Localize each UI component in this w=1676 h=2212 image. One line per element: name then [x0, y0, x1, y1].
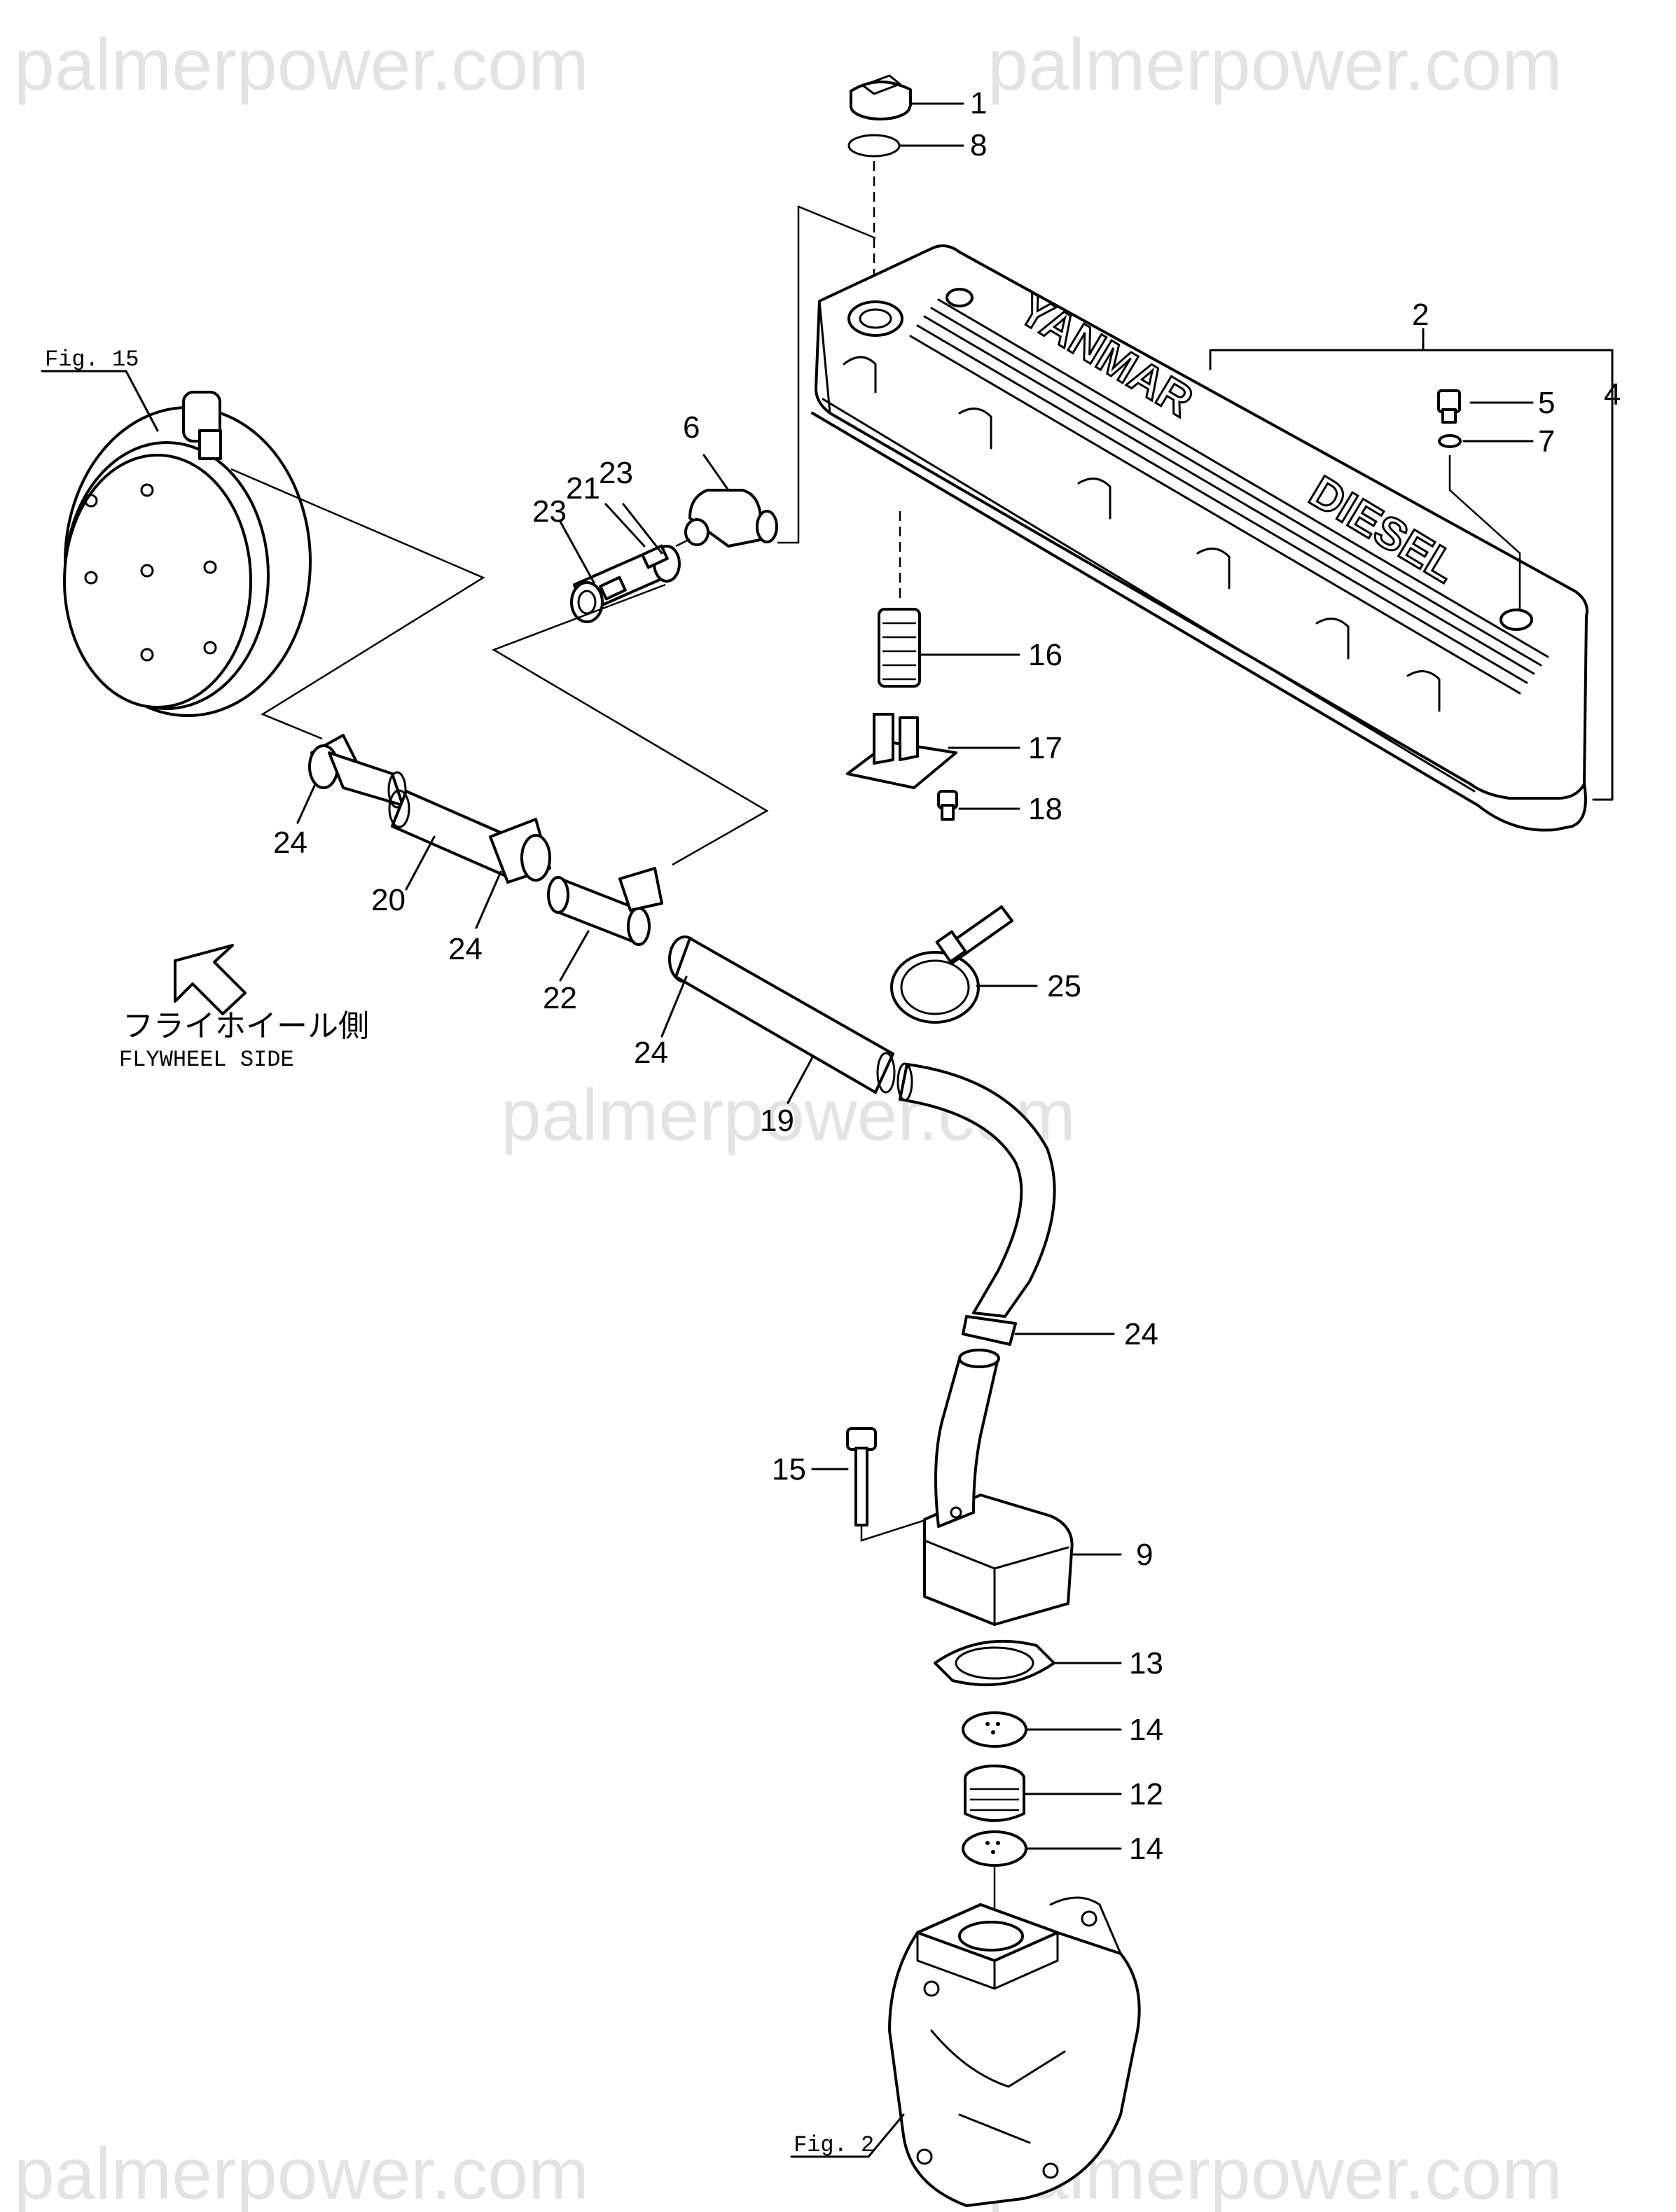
- leader-line: [787, 1056, 814, 1104]
- leader-line: [296, 783, 317, 824]
- oil-filler-cap: [850, 74, 912, 120]
- hollow-arrow-up-left-icon: [174, 944, 247, 1015]
- bolt: [846, 1427, 877, 1526]
- part-label: 16: [1028, 638, 1062, 672]
- part-label: 8: [970, 128, 987, 162]
- part-label: 24: [448, 932, 483, 966]
- part-label: 24: [273, 826, 307, 860]
- watermark: palmerpower.com: [14, 25, 589, 106]
- part-label: 23: [532, 494, 567, 529]
- part-label: 21: [566, 471, 600, 506]
- assembly-line: [860, 1511, 950, 1542]
- leader-line: [405, 835, 436, 891]
- perforated-plate: [962, 1830, 1027, 1867]
- part-label: 24: [1124, 1317, 1158, 1351]
- tee-joint: [547, 867, 663, 946]
- assembly-line: [1448, 455, 1521, 609]
- bracket-bolt: [937, 790, 958, 821]
- watermark: palmerpower.com: [14, 2134, 589, 2212]
- washer: [1438, 434, 1462, 448]
- part-label: 5: [1538, 386, 1555, 420]
- breather-case: [923, 1349, 1074, 1626]
- watermark: palmerpower.com: [988, 25, 1563, 106]
- breather-hose: [388, 789, 551, 884]
- leader-line: [559, 520, 595, 584]
- mesh-element: [964, 1765, 1025, 1822]
- part-label: 17: [1028, 731, 1062, 765]
- gear-case-housing: [888, 1896, 1141, 2207]
- long-breather-hose: [668, 935, 1056, 1346]
- part-label: 14: [1129, 1832, 1163, 1866]
- flywheel-side-jp: フライホイール側: [123, 1009, 369, 1043]
- leader-line: [622, 503, 663, 555]
- part-label: 18: [1028, 792, 1062, 826]
- part-label: 9: [1136, 1538, 1153, 1572]
- part-label: 22: [543, 981, 577, 1015]
- gasket: [934, 1639, 1055, 1687]
- part-label: 19: [760, 1104, 794, 1138]
- leader-line: [660, 975, 688, 1038]
- assembly-line: [777, 205, 876, 544]
- part-label: 1: [970, 86, 987, 120]
- part-label: 2: [1412, 298, 1429, 332]
- fig2-label: Fig. 2: [794, 2132, 874, 2158]
- part-label: 24: [634, 1036, 668, 1070]
- part-label: 6: [683, 410, 700, 445]
- o-ring: [847, 134, 901, 158]
- part-label: 4: [1604, 377, 1621, 412]
- valve-cover: YANMAR DIESEL: [811, 244, 1588, 832]
- leader-line: [41, 370, 159, 432]
- part-label: 14: [1129, 1713, 1163, 1747]
- leader-line: [475, 870, 502, 929]
- part-label: 25: [1047, 969, 1081, 1003]
- perforated-plate: [962, 1711, 1027, 1748]
- elbow-fitting: [684, 489, 778, 548]
- part-label: 15: [772, 1452, 806, 1487]
- leader-line: [604, 503, 646, 548]
- leader-line: [702, 454, 730, 492]
- hose-short: [328, 751, 407, 809]
- assembly-line: [675, 538, 691, 548]
- breather-element: [878, 608, 921, 688]
- flywheel-housing: [63, 391, 312, 717]
- fig15-label: Fig. 15: [45, 347, 139, 373]
- part-label: 20: [371, 883, 406, 917]
- leader-line: [790, 2113, 905, 2158]
- assembly-line: [230, 468, 485, 740]
- part-label: 13: [1129, 1646, 1163, 1681]
- band-clamp: [890, 905, 1013, 1024]
- leader-line: [559, 930, 590, 982]
- plug-bolt: [1437, 389, 1461, 424]
- part-label: 23: [599, 456, 633, 490]
- flywheel-side-en: FLYWHEEL SIDE: [119, 1047, 294, 1073]
- part-label: 12: [1129, 1777, 1163, 1811]
- assembly-line: [492, 583, 769, 866]
- breather-bracket: [846, 713, 957, 789]
- part-label: 7: [1538, 424, 1555, 459]
- short-hose: [570, 544, 681, 623]
